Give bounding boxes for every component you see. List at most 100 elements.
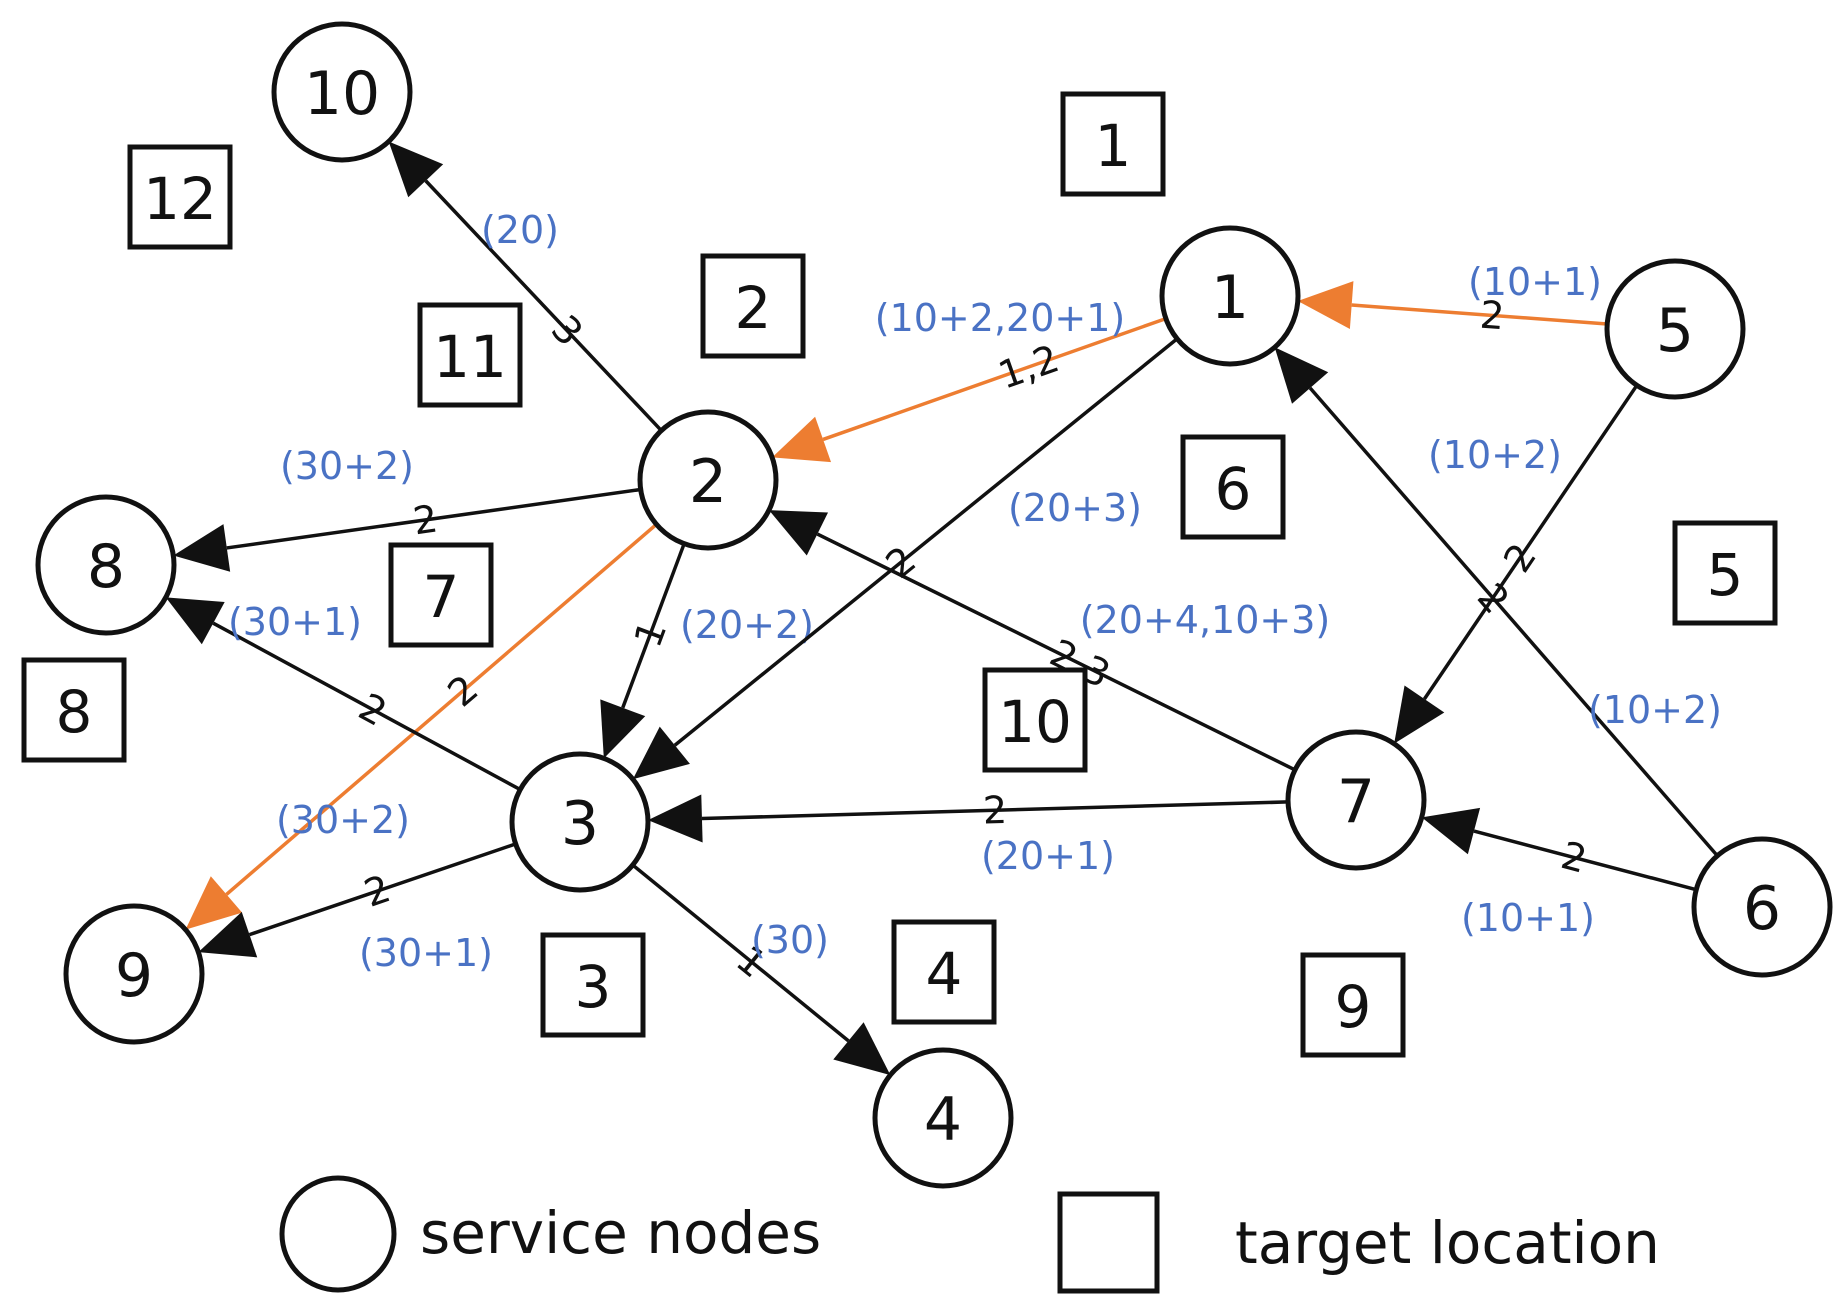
arrowhead-icon	[1421, 807, 1481, 855]
legend-target-location-label: target location	[1235, 1209, 1660, 1277]
arrowhead-icon	[198, 911, 258, 958]
edge-7-to-3: 2(20+1)	[647, 788, 1289, 878]
target-location-label: 1	[1095, 112, 1132, 180]
arrowhead-icon	[600, 699, 646, 759]
service-node-label: 3	[561, 789, 599, 859]
target-location-6: 6	[1180, 434, 1286, 540]
edge-cost-label: (10+2)	[1428, 433, 1562, 477]
edge-line	[226, 487, 641, 550]
edge-2-to-8: 2(30+2)	[173, 444, 641, 572]
service-node-label: 1	[1211, 263, 1249, 333]
service-node-circle	[1691, 836, 1833, 978]
service-node-circle	[1285, 729, 1427, 871]
target-location-box	[1180, 434, 1286, 540]
edge-label: 2	[359, 866, 396, 915]
service-node-label: 7	[1337, 767, 1375, 837]
edge-2-to-10: 3(20)	[388, 141, 663, 432]
service-node-3: 3	[509, 751, 651, 893]
target-location-label: 6	[1215, 455, 1252, 523]
service-node-5: 5	[1604, 258, 1746, 400]
service-node-7: 7	[1285, 729, 1427, 871]
edge-line	[424, 179, 663, 432]
target-location-label: 4	[926, 940, 963, 1008]
target-location-12: 12	[127, 144, 233, 250]
edge-cost-label: (30+2)	[276, 798, 410, 842]
target-location-1: 1	[1060, 91, 1166, 197]
service-node-1: 1	[1159, 225, 1301, 367]
legend-service-nodes-label: service nodes	[420, 1199, 821, 1267]
legend-target-location-symbol	[1057, 1191, 1160, 1294]
service-node-circle	[872, 1047, 1014, 1189]
edge-cost-label: (20)	[481, 208, 559, 252]
edge-label: 2	[410, 496, 440, 543]
arrowhead-icon	[1274, 347, 1329, 404]
service-node-label: 8	[87, 532, 125, 602]
edge-3-to-9: 2 (30+1)	[198, 842, 517, 975]
target-location-box	[1300, 952, 1406, 1058]
target-location-box	[540, 932, 646, 1038]
edge-line	[248, 842, 517, 937]
edge-label: 1	[626, 615, 676, 653]
service-node-label: 2	[689, 447, 727, 517]
edge-line	[1308, 386, 1719, 857]
target-location-5: 5	[1672, 520, 1778, 626]
edge-line	[816, 532, 1296, 772]
edge-2-to-9: 2 (30+2)	[185, 523, 658, 930]
edge-3-to-8: 2 (30+1)	[165, 597, 522, 792]
arrowhead-icon	[173, 524, 231, 572]
target-location-label: 11	[433, 323, 507, 391]
arrowhead-icon	[1394, 685, 1445, 744]
edge-cost-label: (10+1)	[1468, 260, 1602, 304]
service-node-label: 6	[1743, 874, 1781, 944]
edge-label: 2	[982, 788, 1007, 833]
service-node-circle	[509, 751, 651, 893]
edge-line	[1422, 384, 1639, 700]
target-location-8: 8	[21, 657, 127, 763]
service-node-circle	[1159, 225, 1301, 367]
edge-cost-label: (20+3)	[1008, 486, 1142, 530]
edge-line	[225, 523, 658, 896]
target-location-10: 10	[982, 667, 1088, 773]
service-node-6: 6	[1691, 836, 1833, 978]
edge-cost-label: (30+1)	[359, 931, 493, 975]
service-node-4: 4	[872, 1047, 1014, 1189]
target-location-label: 8	[56, 678, 93, 746]
service-node-10: 10	[271, 21, 413, 163]
arrowhead-icon	[772, 416, 832, 463]
arrowhead-icon	[768, 510, 829, 556]
target-location-box	[700, 253, 806, 359]
service-node-8: 8	[35, 494, 177, 636]
edge-label: 2	[1495, 535, 1545, 580]
target-location-label: 9	[1335, 973, 1372, 1041]
edge-line	[673, 337, 1179, 747]
arrowhead-icon	[647, 794, 703, 843]
edge-6-to-7: 2 (10+1)	[1421, 807, 1697, 940]
arrowhead-icon	[388, 141, 444, 198]
edge-cost-label: (30+1)	[228, 600, 362, 644]
edge-5-to-1: 2(10+1)	[1297, 260, 1608, 338]
edge-label: 2	[1557, 833, 1592, 882]
service-node-label: 9	[115, 941, 153, 1011]
edge-label: 2	[439, 666, 486, 715]
edge-1-to-3: 2 (20+3)	[632, 337, 1179, 780]
edge-line	[822, 316, 1167, 442]
target-location-label: 12	[143, 165, 217, 233]
target-location-2: 2	[700, 253, 806, 359]
arrowhead-icon	[1297, 281, 1354, 329]
edge-cost-label: (10+2,20+1)	[875, 296, 1125, 340]
arrowhead-icon	[165, 597, 225, 645]
target-location-label: 2	[735, 274, 772, 342]
edge-5-to-7: 2 (10+2)	[1394, 384, 1639, 744]
edge-cost-label: (20+2)	[680, 603, 814, 647]
edge-cost-label: (20+4,10+3)	[1080, 598, 1330, 642]
target-location-label: 5	[1707, 541, 1744, 609]
edge-cost-label: (10+1)	[1461, 896, 1595, 940]
edge-label: 1,2	[993, 336, 1065, 398]
target-location-box	[891, 919, 997, 1025]
target-location-box	[1060, 91, 1166, 197]
edge-line	[212, 621, 522, 792]
legend-service-node-symbol	[279, 1175, 397, 1293]
edge-label: 2	[1469, 575, 1518, 622]
